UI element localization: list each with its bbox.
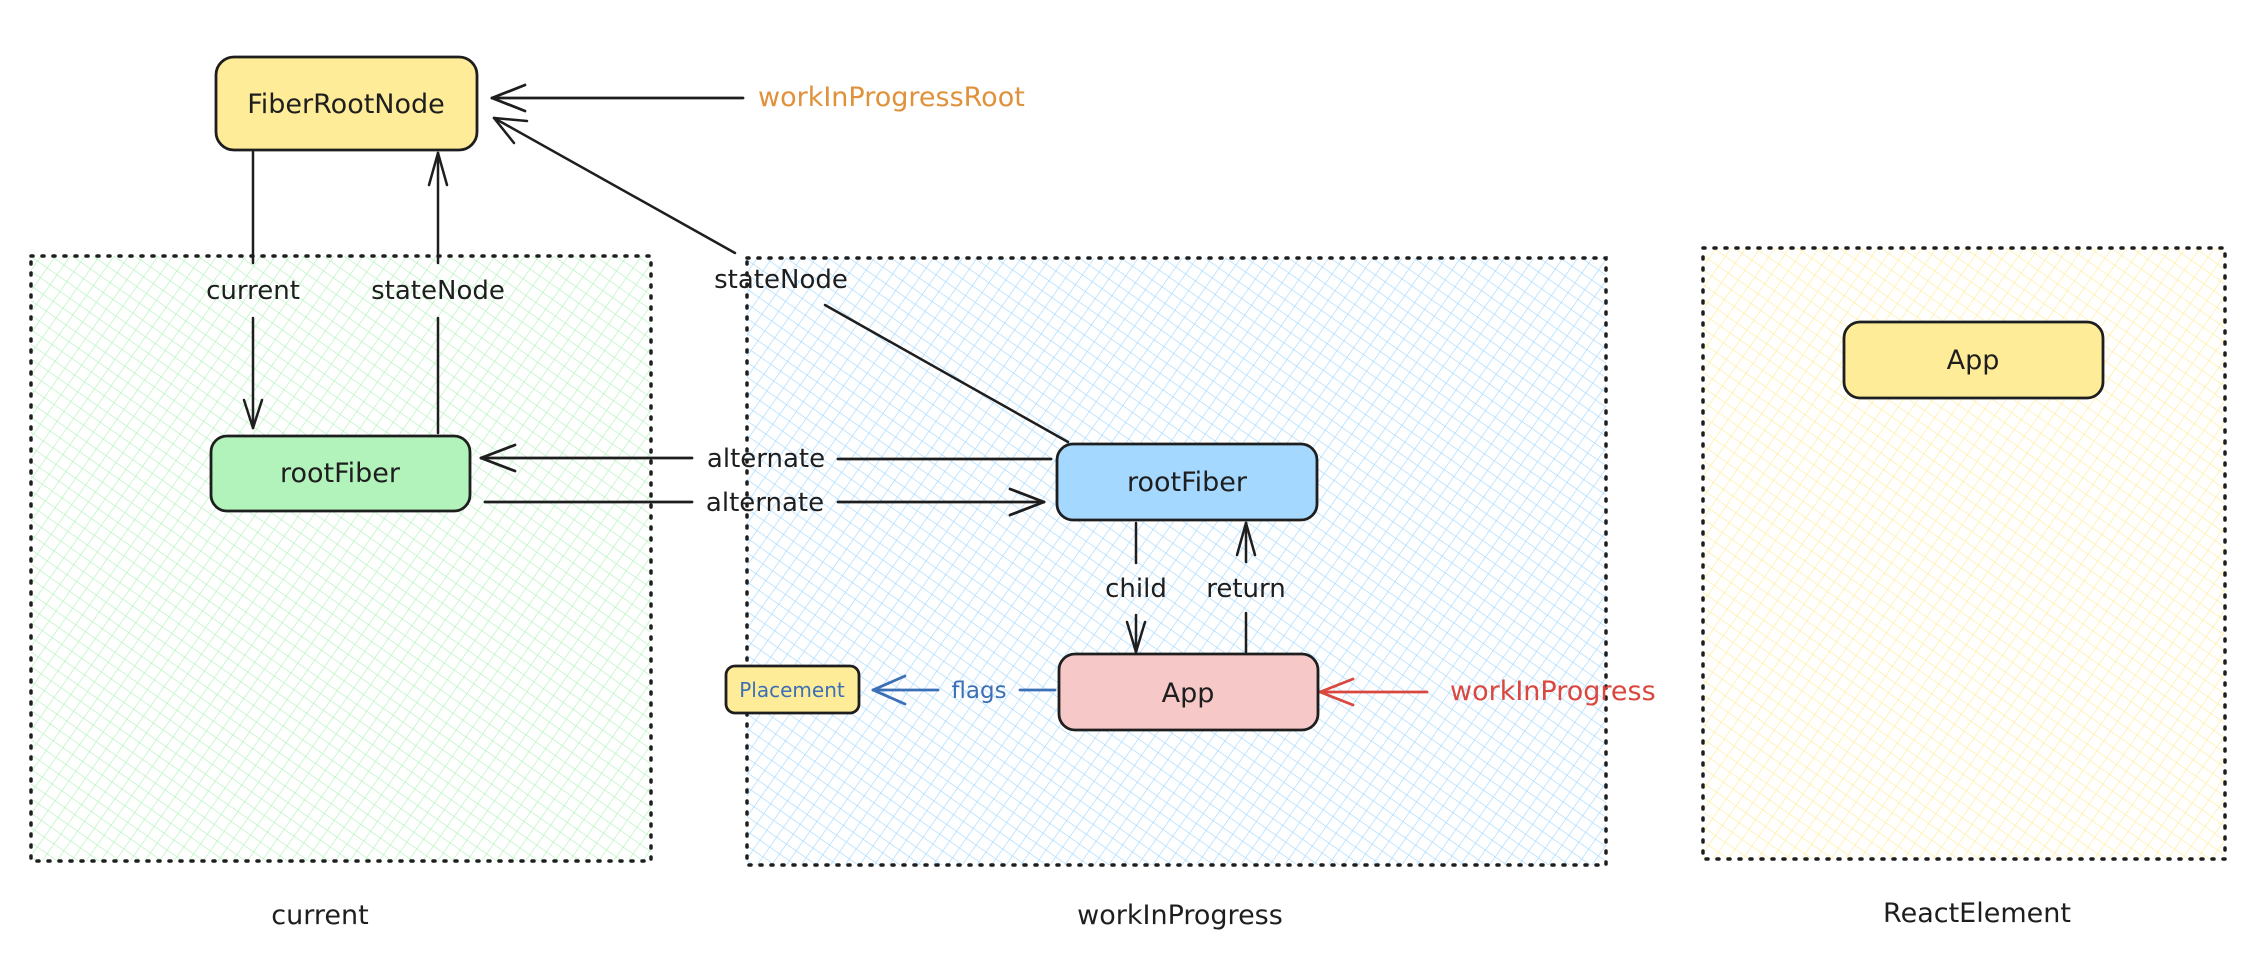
placement-node[interactable]: Placement — [724, 664, 861, 715]
alternate-edge-top-label: alternate — [707, 444, 825, 474]
current-edge — [242, 150, 264, 430]
alternate-edge-bottom — [483, 487, 1046, 517]
work-in-progress-group — [745, 256, 1608, 867]
fiber-root-node-box — [214, 55, 479, 152]
state-node-edge-wip-label: stateNode — [714, 265, 848, 295]
return-edge — [1235, 521, 1257, 654]
wip-root-fiber-box — [1055, 442, 1319, 522]
fiber-root-node[interactable]: FiberRootNode — [214, 55, 479, 152]
state-node-edge-current — [427, 151, 449, 435]
work-in-progress-arrow — [1318, 677, 1429, 707]
flags-edge — [871, 674, 1057, 706]
react-element-group-label: ReactElement — [1883, 898, 2071, 929]
current-group — [29, 254, 653, 863]
react-app-box — [1842, 320, 2105, 400]
wip-root-fiber-node[interactable]: rootFiber — [1055, 442, 1319, 522]
alternate-edge-bottom-label: alternate — [706, 488, 824, 518]
fiber-root-node-label: FiberRootNode — [247, 89, 445, 120]
state-node-edge-current-label: stateNode — [371, 276, 505, 306]
react-app-node[interactable]: App — [1842, 320, 2105, 400]
flags-edge-label: flags — [951, 678, 1006, 704]
return-edge-label: return — [1206, 574, 1286, 604]
wip-app-box — [1057, 652, 1320, 732]
work-in-progress-root-arrow — [490, 83, 745, 113]
child-edge — [1125, 521, 1147, 654]
state-node-edge-wip — [492, 116, 1070, 444]
placement-box — [724, 664, 861, 715]
current-group-label: current — [271, 900, 368, 931]
child-edge-label: child — [1105, 574, 1167, 604]
wip-app-label: App — [1162, 678, 1215, 709]
current-root-fiber-node[interactable]: rootFiber — [209, 434, 472, 513]
react-app-label: App — [1947, 345, 2000, 376]
wip-root-fiber-label: rootFiber — [1127, 467, 1248, 498]
work-in-progress-root-label: workInProgressRoot — [758, 82, 1025, 113]
placement-label: Placement — [739, 678, 845, 702]
wip-app-node[interactable]: App — [1057, 652, 1320, 732]
work-in-progress-group-label: workInProgress — [1077, 900, 1283, 931]
current-root-fiber-label: rootFiber — [280, 458, 401, 489]
work-in-progress-label: workInProgress — [1450, 676, 1656, 707]
current-edge-label: current — [206, 276, 300, 306]
alternate-edge-top — [479, 443, 1053, 473]
current-root-fiber-box — [209, 434, 472, 513]
